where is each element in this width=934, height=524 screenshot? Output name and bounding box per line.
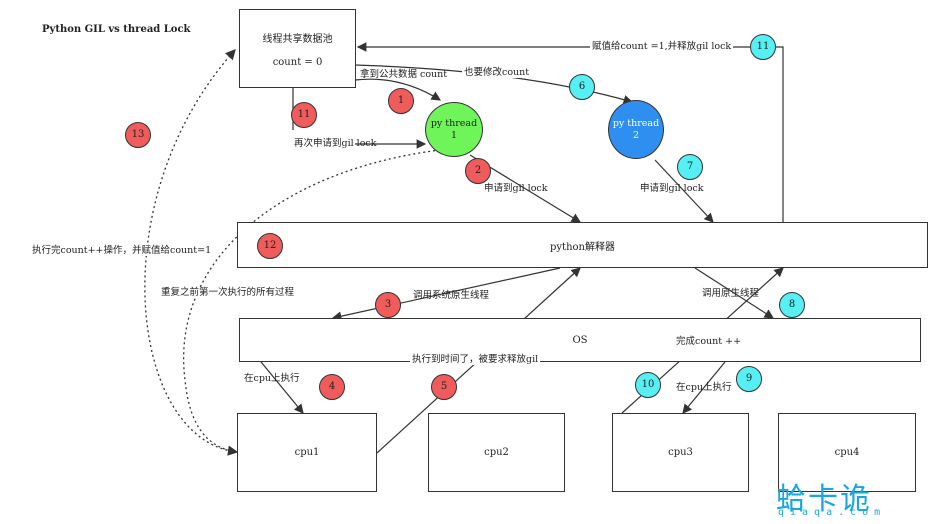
label-run-cpu3: 在cpu上执行 bbox=[676, 382, 732, 393]
label-exec-done: 执行完count++操作，并赋值给count=1 bbox=[30, 245, 214, 256]
watermark-en: qiaqa.com bbox=[778, 507, 887, 518]
cpu1: cpu1 bbox=[237, 413, 377, 492]
label-call-native2: 调用原生线程 bbox=[702, 288, 760, 299]
pool-count: count = 0 bbox=[272, 56, 323, 68]
step-badge-11-red: 11 bbox=[291, 102, 317, 128]
step-badge-12: 12 bbox=[257, 233, 283, 259]
step-badge-6: 6 bbox=[569, 74, 595, 100]
label-apply1: 申请到gil lock bbox=[484, 183, 548, 194]
label-modify-count: 也要修改count bbox=[462, 67, 532, 78]
thread2-line2: 2 bbox=[632, 129, 640, 141]
step-badge-9: 9 bbox=[736, 366, 762, 392]
label-run-cpu1: 在cpu上执行 bbox=[244, 373, 300, 384]
label-call-native1: 调用系统原生线程 bbox=[413, 290, 490, 301]
step-badge-8: 8 bbox=[779, 292, 805, 318]
arrow-call-native1 bbox=[331, 267, 561, 321]
os-layer: OS bbox=[239, 318, 921, 362]
step-badge-4: 4 bbox=[319, 374, 345, 400]
dotted-repeat bbox=[183, 149, 441, 456]
label-repeat: 重复之前第一次执行的所有过程 bbox=[159, 287, 297, 298]
step-badge-2: 2 bbox=[465, 158, 491, 184]
thread2-line1: py thread bbox=[612, 117, 660, 129]
pool-title: 线程共享数据池 bbox=[262, 33, 333, 45]
label-get-count: 拿到公共数据 count bbox=[360, 69, 448, 80]
step-badge-1: 1 bbox=[388, 88, 414, 114]
py-thread-2: py thread 2 bbox=[608, 100, 664, 159]
watermark-logo: 蛤卡诡 qiaqa.com bbox=[766, 474, 926, 520]
arrow-run-cpu3 bbox=[682, 361, 726, 414]
watermark-cn: 蛤卡诡 bbox=[776, 482, 872, 517]
step-badge-11-cyan: 11 bbox=[750, 34, 776, 60]
step-badge-5: 5 bbox=[431, 374, 457, 400]
step-badge-7: 7 bbox=[677, 154, 703, 180]
arrow-assign-release bbox=[356, 42, 784, 222]
cpu4: cpu4 bbox=[778, 413, 916, 492]
cpu3: cpu3 bbox=[612, 413, 749, 492]
step-badge-10: 10 bbox=[635, 372, 661, 398]
label-assign-release: 赋值给count =1,并释放gil lock bbox=[590, 41, 734, 52]
arrow-get-count bbox=[354, 78, 442, 101]
py-thread-1: py thread 1 bbox=[425, 102, 483, 157]
label-reapply: 再次申请到gil lock bbox=[294, 138, 377, 149]
shared-data-pool: 线程共享数据池 count = 0 bbox=[239, 9, 356, 88]
thread1-line2: 1 bbox=[450, 129, 458, 141]
thread1-line1: py thread bbox=[430, 117, 478, 129]
diagram-title: Python GIL vs thread Lock bbox=[42, 24, 191, 35]
python-interpreter: python解释器 bbox=[237, 222, 928, 268]
label-apply2: 申请到gil lock bbox=[640, 183, 704, 194]
step-badge-13: 13 bbox=[125, 122, 151, 148]
cpu2: cpu2 bbox=[428, 413, 565, 492]
arrow-call-native2 bbox=[694, 267, 775, 319]
arrow-apply2 bbox=[654, 159, 714, 223]
label-done-count: 完成count ++ bbox=[674, 336, 744, 347]
label-time-up: 执行到时间了，被要求释放gil bbox=[410, 354, 541, 365]
step-badge-3: 3 bbox=[375, 292, 401, 318]
